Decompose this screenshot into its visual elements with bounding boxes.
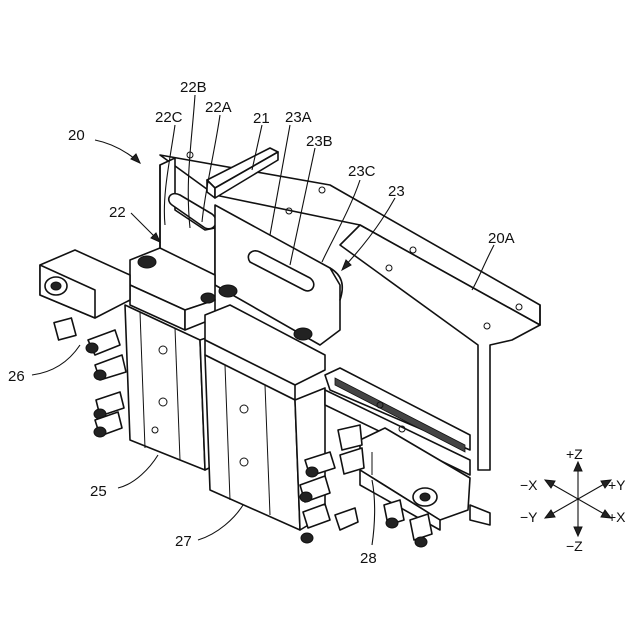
label-23B: 23B xyxy=(306,133,333,150)
slider-bar-26 xyxy=(40,250,130,318)
label-22C: 22C xyxy=(155,109,183,126)
label-23A: 23A xyxy=(285,109,312,126)
label-28: 28 xyxy=(360,550,377,567)
axis-label-minus-z: −Z xyxy=(566,538,583,554)
label-23C: 23C xyxy=(348,163,376,180)
label-27: 27 xyxy=(175,533,192,550)
axis-label-minus-y: −Y xyxy=(520,509,538,525)
label-22B: 22B xyxy=(180,79,207,96)
label-26: 26 xyxy=(8,368,25,385)
label-22A: 22A xyxy=(205,99,232,116)
axis-label-plus-x: +X xyxy=(608,509,626,525)
axis-indicator: +Z −Z −X +Y −Y +X xyxy=(520,446,626,554)
label-20: 20 xyxy=(68,127,85,144)
label-22: 22 xyxy=(109,204,126,221)
axis-label-plus-y: +Y xyxy=(608,477,626,493)
actuator-25 xyxy=(125,248,215,470)
label-20A: 20A xyxy=(488,230,515,247)
label-23: 23 xyxy=(388,183,405,200)
axis-label-minus-x: −X xyxy=(520,477,538,493)
axis-label-plus-z: +Z xyxy=(566,446,583,462)
label-25: 25 xyxy=(90,483,107,500)
label-21: 21 xyxy=(253,110,270,127)
